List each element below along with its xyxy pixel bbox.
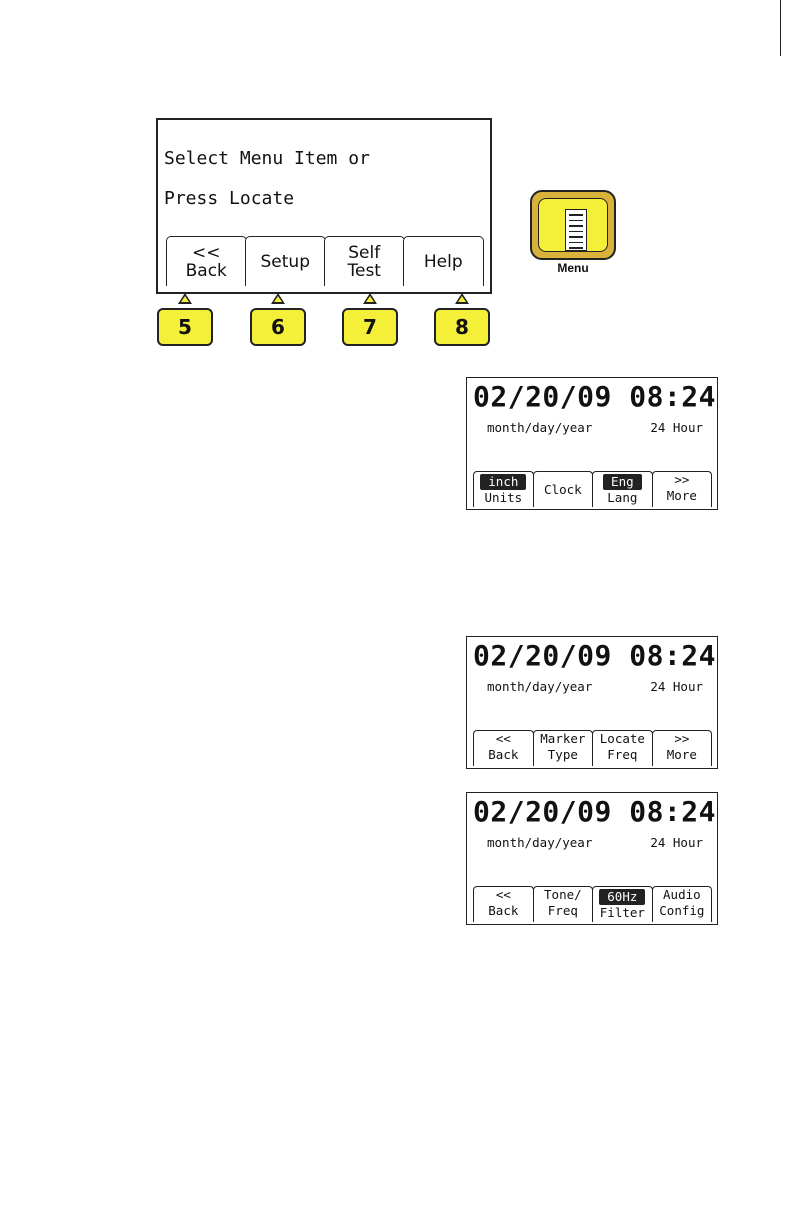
datetime-display: 02/20/09 08:24 (473, 795, 717, 828)
button-8[interactable]: 8 (434, 308, 490, 346)
page-cut-line (780, 0, 781, 56)
softkey-filter[interactable]: 60Hz Filter (592, 886, 653, 922)
time-format: 24 Hour (650, 420, 703, 435)
softkey-self-test-bottom: Test (347, 260, 381, 281)
softkey-clock[interactable]: Clock (532, 471, 594, 507)
triangle-up-icon (363, 293, 377, 304)
softkey-help-label: Help (423, 251, 463, 272)
back-arrow: << (495, 887, 511, 902)
marker-type-top: Marker (540, 731, 586, 746)
menu-button[interactable] (530, 190, 616, 260)
units-label: Units (484, 490, 523, 505)
back-label: Back (488, 747, 519, 762)
locate-freq-top: Locate (599, 731, 645, 746)
softkey-row: << Back Marker Type Locate Freq >> More (473, 730, 713, 766)
time-format: 24 Hour (650, 679, 703, 694)
locate-freq-bottom: Freq (607, 747, 638, 762)
lcd-screen-audio: 02/20/09 08:24 month/day/year 24 Hour <<… (466, 792, 718, 925)
filter-label: Filter (599, 905, 645, 920)
audio-config-top: Audio (663, 887, 701, 902)
more-arrow: >> (674, 472, 690, 487)
triangle-up-icon (271, 293, 285, 304)
main-screen-line-1: Select Menu Item or (164, 148, 370, 169)
back-label: Back (488, 903, 519, 918)
back-arrow: << (495, 731, 511, 746)
softkey-setup-label: Setup (260, 251, 310, 272)
more-label: More (666, 488, 697, 503)
softkey-self-test[interactable]: Self Test (324, 236, 405, 286)
language-label: Lang (607, 490, 638, 505)
softkey-back-label: Back (185, 260, 227, 281)
softkey-row: inch Units Clock Eng Lang >> More (473, 471, 713, 507)
softkey-self-test-top: Self (348, 242, 381, 263)
tone-freq-bottom: Freq (547, 903, 578, 918)
date-format: month/day/year (487, 420, 593, 435)
softkey-units[interactable]: inch Units (473, 471, 534, 507)
softkey-more[interactable]: >> More (651, 471, 713, 507)
audio-config-bottom: Config (659, 903, 705, 918)
button-5[interactable]: 5 (157, 308, 213, 346)
more-label: More (666, 747, 697, 762)
softkey-back[interactable]: << Back (473, 886, 534, 922)
marker-type-bottom: Type (547, 747, 578, 762)
lcd-screen-setup: 02/20/09 08:24 month/day/year 24 Hour in… (466, 377, 718, 510)
softkey-marker-type[interactable]: Marker Type (532, 730, 594, 766)
units-value: inch (480, 474, 527, 490)
main-softkey-row: << Back Setup Self Test Help (166, 236, 484, 286)
softkey-back[interactable]: << Back (473, 730, 534, 766)
softkey-language[interactable]: Eng Lang (592, 471, 653, 507)
softkey-row: << Back Tone/ Freq 60Hz Filter Audio Con… (473, 886, 713, 922)
triangle-up-icon (178, 293, 192, 304)
datetime-display: 02/20/09 08:24 (473, 380, 717, 413)
lcd-screen-locate: 02/20/09 08:24 month/day/year 24 Hour <<… (466, 636, 718, 769)
softkey-help[interactable]: Help (403, 236, 484, 286)
triangle-up-icon (455, 293, 469, 304)
time-format: 24 Hour (650, 835, 703, 850)
filter-value: 60Hz (599, 889, 646, 905)
language-value: Eng (603, 474, 642, 490)
datetime-display: 02/20/09 08:24 (473, 639, 717, 672)
more-arrow: >> (674, 731, 690, 746)
softkey-audio-config[interactable]: Audio Config (651, 886, 713, 922)
clock-label: Clock (544, 481, 582, 497)
main-screen-line-2: Press Locate (164, 188, 295, 209)
date-format: month/day/year (487, 835, 593, 850)
softkey-more[interactable]: >> More (651, 730, 713, 766)
date-format: month/day/year (487, 679, 593, 694)
main-lcd-screen: Select Menu Item or Press Locate << Back… (156, 118, 492, 294)
softkey-setup[interactable]: Setup (245, 236, 326, 286)
softkey-tone-freq[interactable]: Tone/ Freq (532, 886, 594, 922)
softkey-back[interactable]: << Back (166, 236, 247, 286)
menu-document-icon (565, 209, 587, 251)
button-7[interactable]: 7 (342, 308, 398, 346)
button-6[interactable]: 6 (250, 308, 306, 346)
tone-freq-top: Tone/ (544, 887, 582, 902)
softkey-locate-freq[interactable]: Locate Freq (592, 730, 653, 766)
softkey-back-top: << (192, 242, 221, 263)
menu-button-label: Menu (557, 261, 589, 275)
